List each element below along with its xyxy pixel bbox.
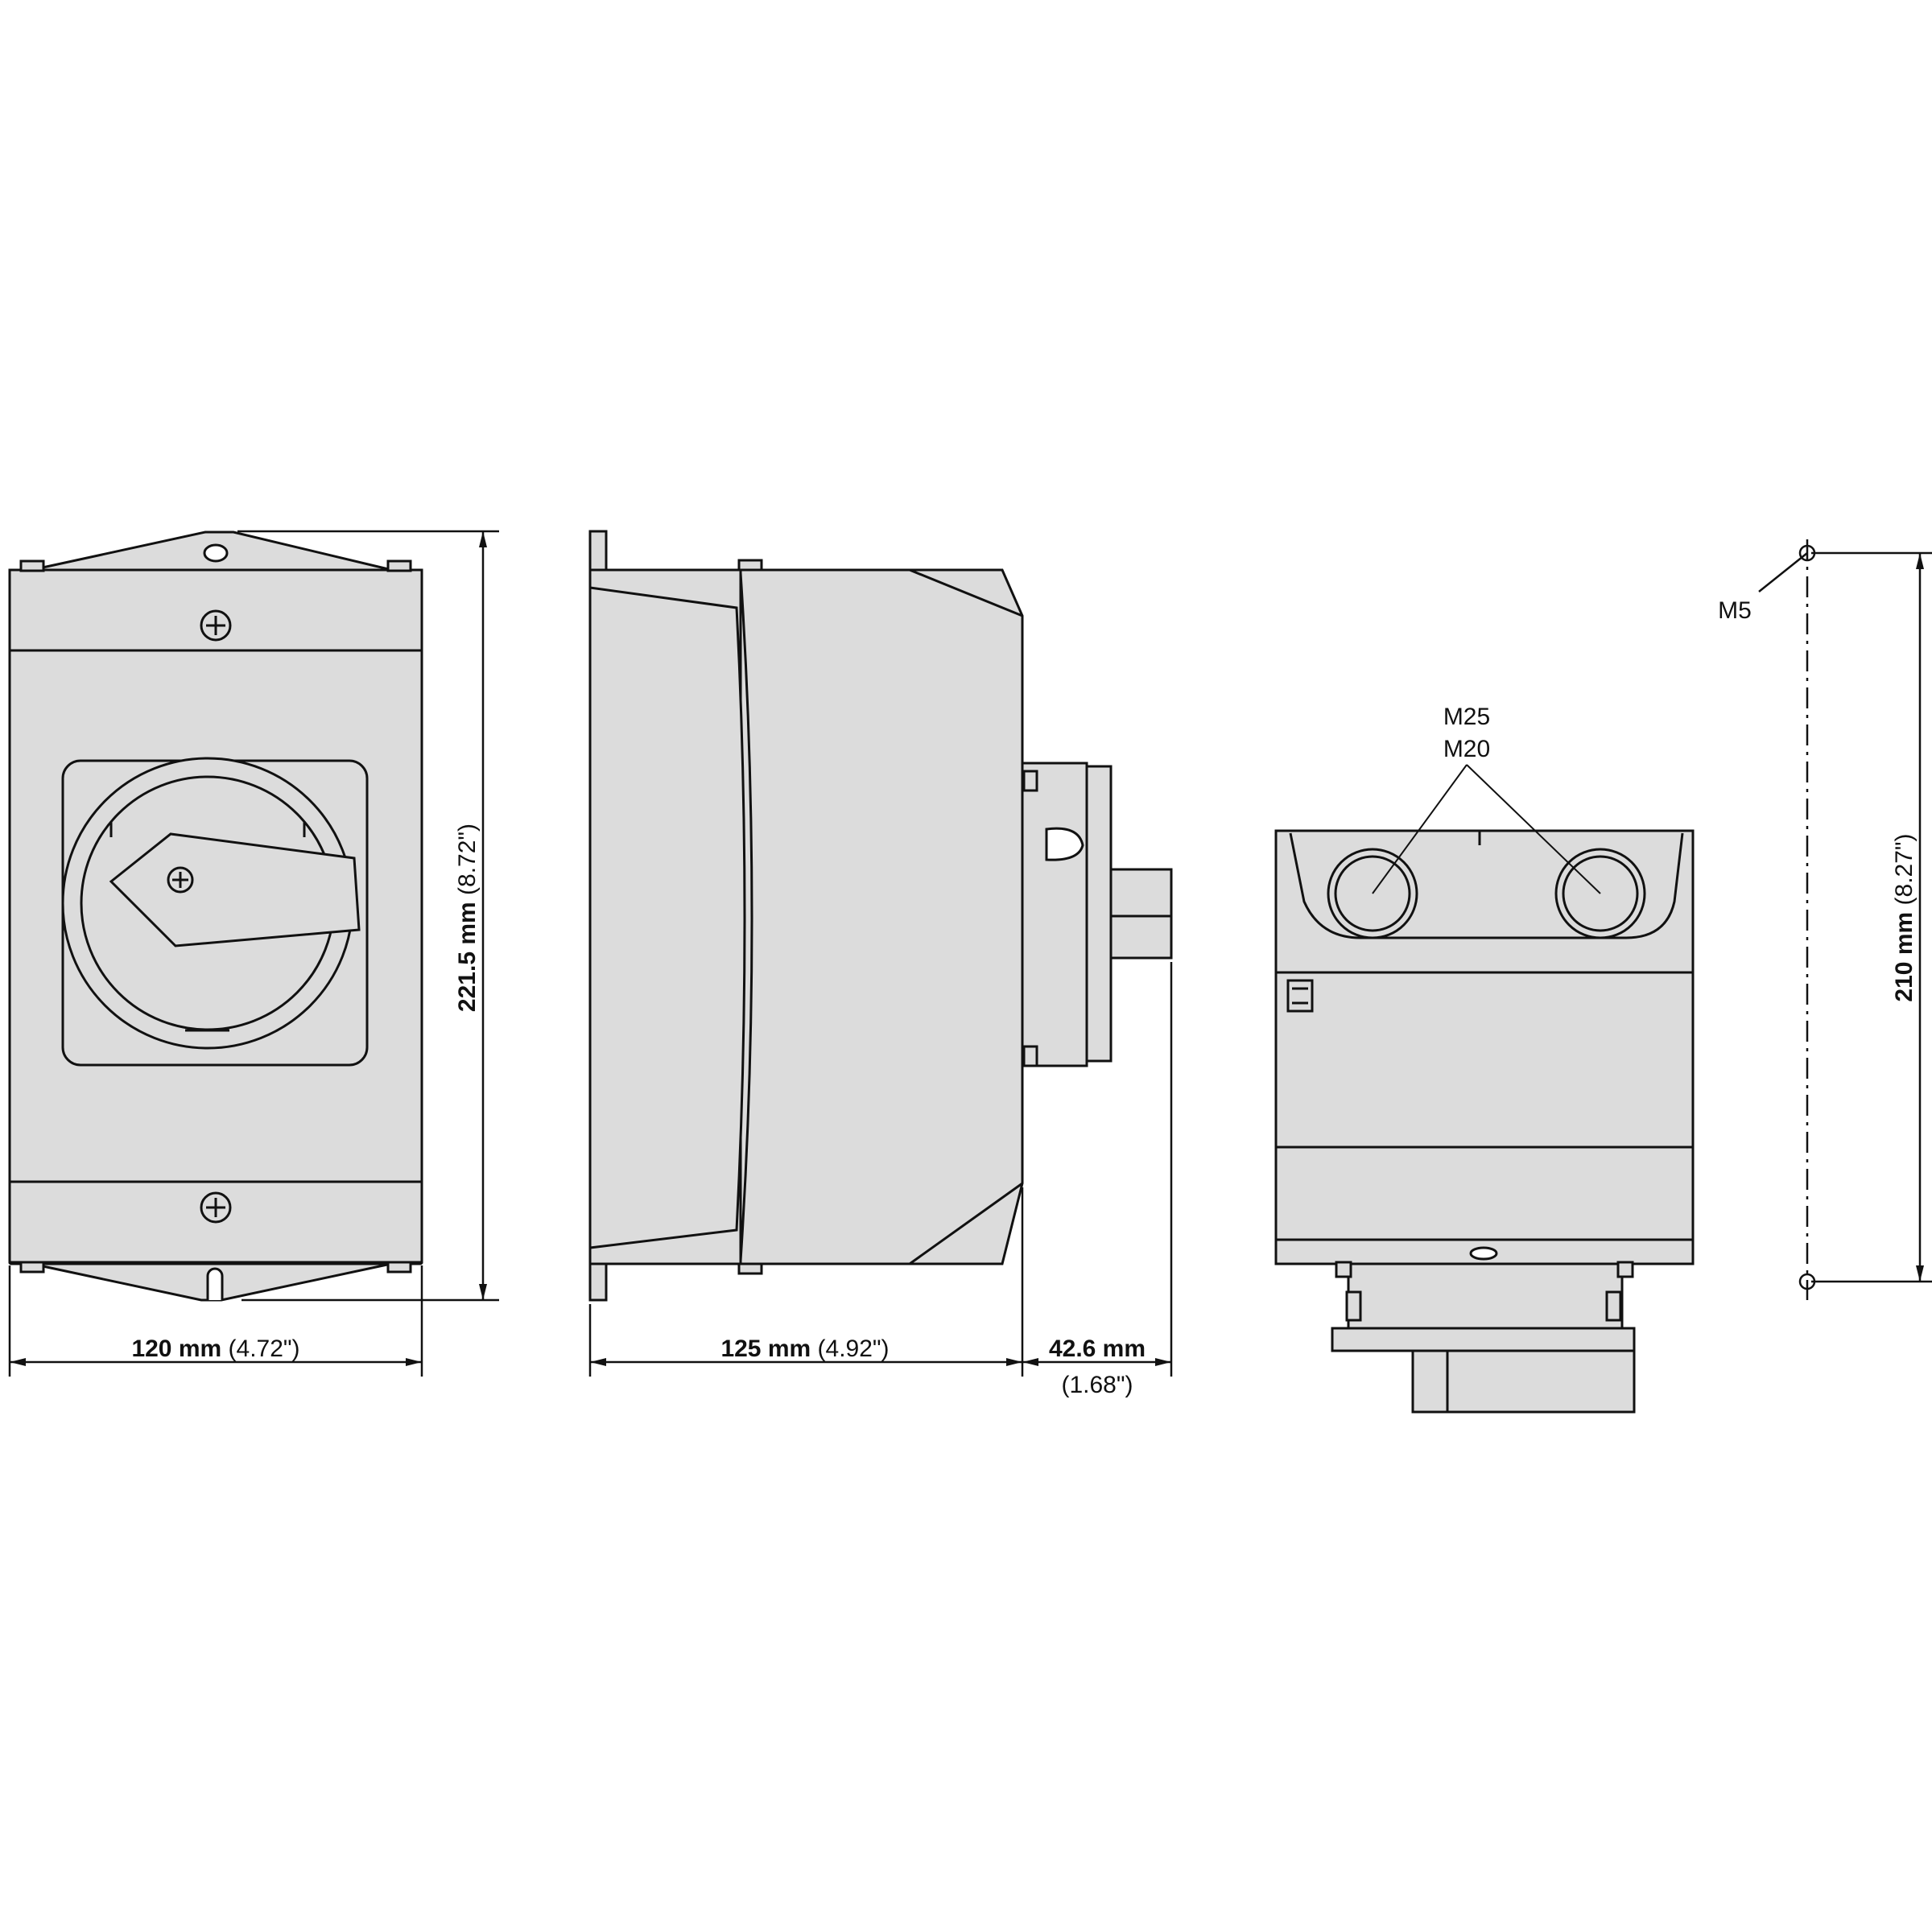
side-edge-line	[909, 1182, 1023, 1265]
front-view	[8, 530, 423, 1302]
side-front-plate	[1085, 765, 1113, 1063]
handle-depth-label: 42.6 mm	[1049, 1335, 1146, 1362]
side-lug	[737, 559, 763, 572]
front-dimensions	[8, 530, 499, 1377]
side-view	[588, 530, 1173, 1302]
side-cover-curve	[588, 586, 746, 1249]
mounting-screw-label: M5	[1718, 597, 1752, 624]
front-corner-tab	[386, 1261, 412, 1274]
cable-entry-small-label: M20	[1443, 736, 1490, 762]
cover-screw-icon	[200, 1191, 232, 1224]
front-corner-tab	[386, 559, 412, 572]
bottom-side-clip	[1286, 979, 1314, 1013]
side-switch-bracket	[1022, 770, 1038, 792]
bottom-base-bracket	[1347, 1262, 1624, 1330]
side-edge-line	[909, 568, 1023, 617]
mounting-distance-label: 210 mm (8.27")	[1891, 833, 1918, 1001]
cable-entry-callout-lines	[1372, 764, 1601, 894]
side-cover-curve-inner	[739, 572, 753, 1261]
front-bottom-mount-slot	[206, 1267, 224, 1300]
side-housing	[739, 568, 1024, 1265]
bottom-base-clip	[1345, 1290, 1362, 1322]
cover-screw-icon	[200, 609, 232, 642]
side-handle	[1109, 868, 1173, 960]
bottom-mount-rail	[1331, 1327, 1636, 1352]
front-height-label: 221.5 mm (8.72")	[454, 824, 481, 1012]
bottom-base-tab	[1616, 1261, 1634, 1278]
bottom-handle-block	[1411, 1349, 1636, 1414]
side-switch-bracket	[1022, 1045, 1038, 1067]
bottom-base-tab	[1335, 1261, 1352, 1278]
front-corner-tab	[19, 1261, 45, 1274]
side-switch-clip	[1045, 827, 1084, 861]
front-top-mount-hole	[203, 543, 229, 563]
side-switch-body	[1021, 762, 1088, 1067]
bottom-view	[1274, 829, 1695, 1414]
mounting-pattern	[1758, 539, 1932, 1300]
front-width-label: 120 mm (4.72")	[131, 1335, 299, 1362]
handle-depth-imperial-label: (1.68")	[1061, 1372, 1133, 1398]
handle-screw-icon	[167, 866, 194, 894]
bottom-screw-hole	[1469, 1246, 1498, 1261]
rotary-handle	[109, 832, 361, 947]
side-dimensions	[588, 962, 1173, 1377]
side-lug	[737, 1262, 763, 1275]
mounting-screw-leader	[1758, 552, 1808, 592]
side-depth-label: 125 mm (4.92")	[720, 1335, 889, 1362]
rotary-knob-notch	[109, 821, 306, 1032]
front-corner-tab	[19, 559, 45, 572]
cable-entry-large-label: M25	[1443, 704, 1490, 730]
bottom-base-clip	[1605, 1290, 1622, 1322]
